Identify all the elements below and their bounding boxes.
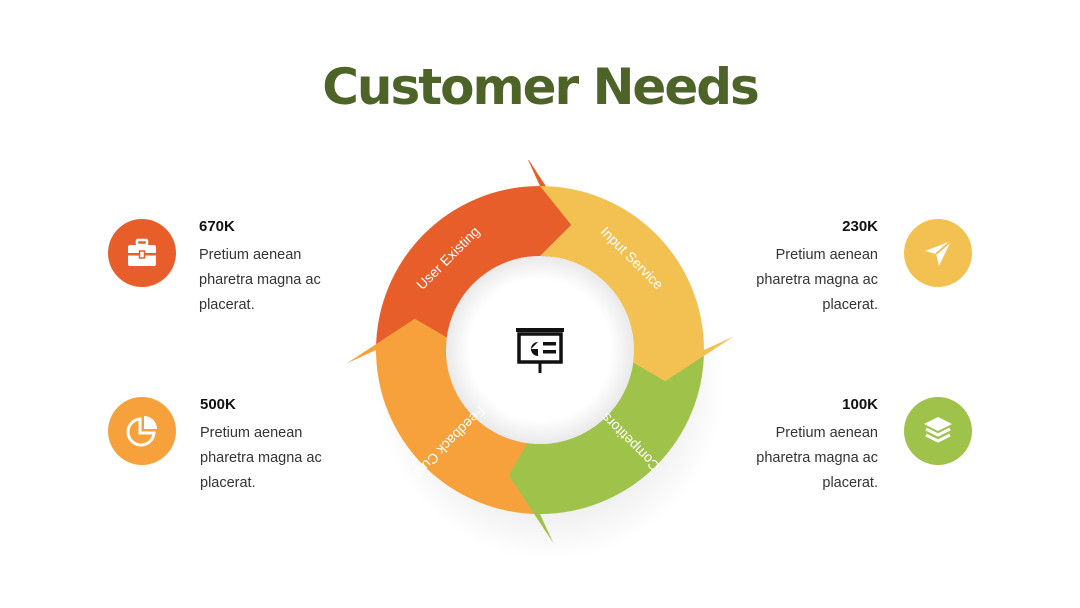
segment-competitors: [508, 350, 704, 544]
presentation-board-icon: [516, 328, 564, 373]
briefcase-icon: [108, 219, 176, 287]
stat-block-100k: 100K Pretium aenean pharetra magna ac pl…: [738, 395, 878, 496]
stat-description: Pretium aenean pharetra magna ac placera…: [200, 425, 322, 491]
segment-feedback-cust: [346, 318, 540, 514]
stat-block-230k: 230K Pretium aenean pharetra magna ac pl…: [738, 217, 878, 318]
segment-user-existing: [376, 160, 572, 350]
wheel-center: [446, 256, 634, 444]
paper-plane-icon: [904, 219, 972, 287]
stat-description: Pretium aenean pharetra magna ac placera…: [756, 425, 878, 491]
pie-chart-icon: [108, 397, 176, 465]
stat-value: 100K: [842, 396, 878, 413]
stat-description: Pretium aenean pharetra magna ac placera…: [199, 247, 321, 313]
stat-value: 230K: [842, 218, 878, 235]
layers-icon: [904, 397, 972, 465]
stat-block-500k: 500K Pretium aenean pharetra magna ac pl…: [200, 395, 340, 496]
stat-description: Pretium aenean pharetra magna ac placera…: [756, 247, 878, 313]
stat-value: 670K: [199, 218, 235, 235]
page-title: Customer Needs: [322, 58, 760, 116]
stat-block-670k: 670K Pretium aenean pharetra magna ac pl…: [199, 217, 339, 318]
stat-value: 500K: [200, 396, 236, 413]
segment-input-service: [540, 186, 734, 382]
